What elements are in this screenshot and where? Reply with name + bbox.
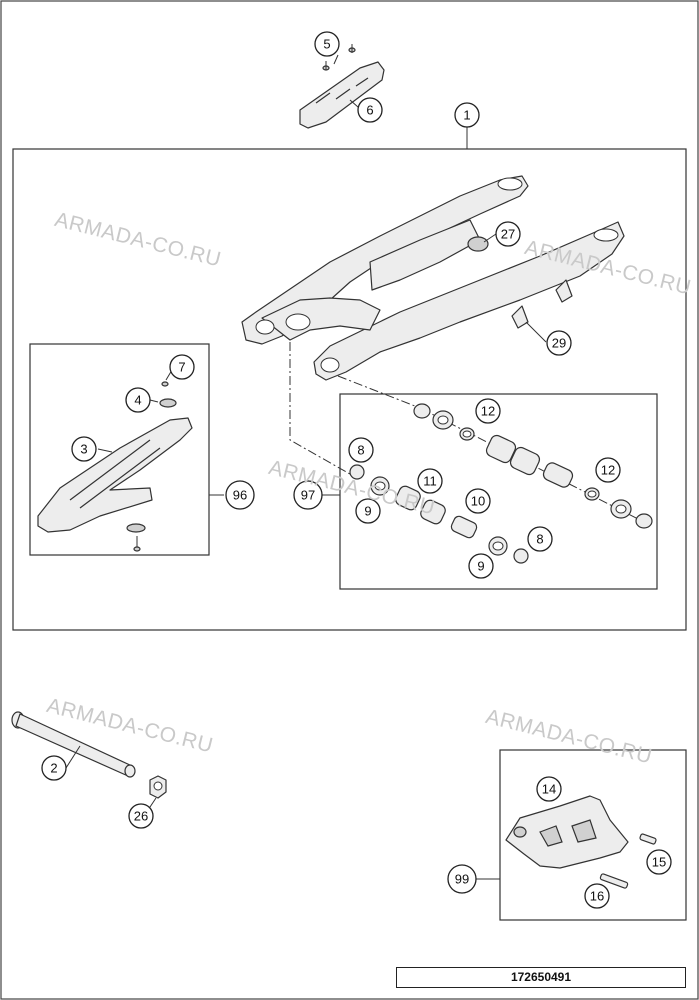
callout-9-left: 9 <box>355 498 381 524</box>
callout-29: 29 <box>546 330 572 356</box>
callouts: 1 5 6 27 29 7 4 3 96 97 12 12 8 11 10 9 … <box>41 31 672 909</box>
svg-text:5: 5 <box>323 37 330 52</box>
svg-text:8: 8 <box>357 443 364 458</box>
svg-text:9: 9 <box>364 504 371 519</box>
callout-2: 2 <box>41 755 67 781</box>
assembly-line-left <box>289 342 358 479</box>
callout-11: 11 <box>417 468 443 494</box>
bearing-kit-box <box>339 393 658 590</box>
callout-5: 5 <box>314 31 340 57</box>
svg-text:16: 16 <box>590 889 604 904</box>
svg-text:12: 12 <box>481 404 495 419</box>
callout-12-right: 12 <box>595 457 621 483</box>
svg-text:6: 6 <box>366 103 373 118</box>
svg-text:14: 14 <box>542 782 556 797</box>
svg-text:4: 4 <box>134 393 141 408</box>
callout-26: 26 <box>128 803 154 829</box>
swingarm-group-box <box>12 148 687 631</box>
axle-nut-part <box>149 775 167 799</box>
svg-text:9: 9 <box>477 559 484 574</box>
chain-slider-box <box>29 343 210 556</box>
svg-text:12: 12 <box>601 463 615 478</box>
callout-4: 4 <box>125 387 151 413</box>
svg-text:99: 99 <box>455 872 469 887</box>
leader-lines <box>65 54 547 880</box>
callout-7: 7 <box>169 354 195 380</box>
callout-8-bottom: 8 <box>527 526 553 552</box>
axle-part <box>11 711 136 778</box>
callout-96: 96 <box>225 480 255 510</box>
svg-text:26: 26 <box>134 809 148 824</box>
svg-text:7: 7 <box>178 360 185 375</box>
slider-plate-part <box>299 44 385 129</box>
svg-text:11: 11 <box>423 474 437 489</box>
svg-text:2: 2 <box>50 761 57 776</box>
callout-1: 1 <box>454 102 480 128</box>
bearing-kit-parts <box>349 403 653 564</box>
chain-guide-box <box>499 749 687 921</box>
callout-15: 15 <box>646 849 672 875</box>
svg-text:3: 3 <box>80 442 87 457</box>
swingarm-part <box>241 175 625 381</box>
svg-text:29: 29 <box>552 336 566 351</box>
chain-slider-part <box>37 381 193 552</box>
callout-27: 27 <box>495 221 521 247</box>
svg-text:1: 1 <box>463 108 470 123</box>
document-number: 172650491 <box>396 967 686 988</box>
svg-text:15: 15 <box>652 855 666 870</box>
svg-text:27: 27 <box>501 227 515 242</box>
svg-text:10: 10 <box>471 494 485 509</box>
callout-3: 3 <box>71 436 97 462</box>
svg-text:96: 96 <box>233 488 247 503</box>
callout-99: 99 <box>447 864 477 894</box>
callout-14: 14 <box>536 776 562 802</box>
callout-12-top: 12 <box>475 398 501 424</box>
callout-8-top: 8 <box>348 437 374 463</box>
callout-16: 16 <box>584 883 610 909</box>
svg-text:97: 97 <box>301 488 315 503</box>
callout-10: 10 <box>465 488 491 514</box>
chain-guide-part <box>505 795 657 889</box>
callout-97: 97 <box>293 480 323 510</box>
svg-text:8: 8 <box>536 532 543 547</box>
callout-9-bottom: 9 <box>468 553 494 579</box>
callout-6: 6 <box>357 97 383 123</box>
